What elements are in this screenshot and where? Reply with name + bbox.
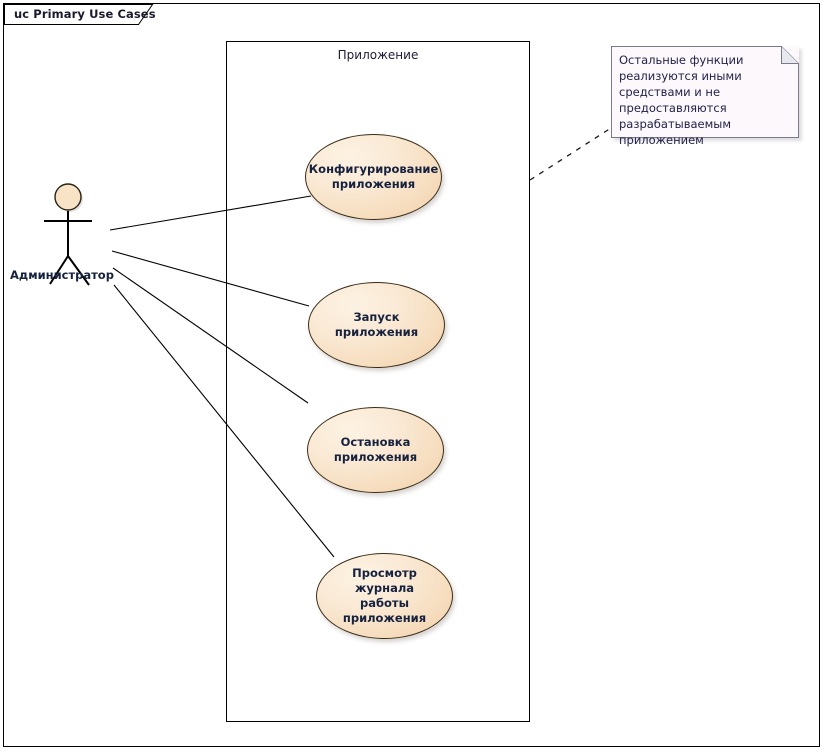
association-actor-to-start[interactable] xyxy=(111,250,310,307)
use-case-stop-label: Остановка приложения xyxy=(333,435,418,464)
association-actor-to-configure[interactable] xyxy=(109,195,312,231)
association-actor-to-stop[interactable] xyxy=(112,267,309,404)
note-text: Остальные функции реализуются иными сред… xyxy=(619,53,744,147)
use-case-view-log-label: Просмотр журнала работы приложения xyxy=(342,566,427,625)
use-case-view-log[interactable]: Просмотр журнала работы приложения xyxy=(316,553,453,639)
use-case-start[interactable]: Запуск приложения xyxy=(308,282,445,368)
use-case-stop[interactable]: Остановка приложения xyxy=(307,407,444,493)
actor-label: Администратор xyxy=(10,268,114,282)
title-tab-shape xyxy=(4,4,154,25)
system-boundary-box[interactable] xyxy=(226,41,530,722)
note-anchor-dashed-line[interactable] xyxy=(529,127,612,181)
use-case-configure[interactable]: Конфигурирование приложения xyxy=(305,134,442,220)
note-box[interactable]: Остальные функции реализуются иными сред… xyxy=(611,46,799,147)
use-case-start-label: Запуск приложения xyxy=(334,310,419,339)
association-actor-to-viewlog[interactable] xyxy=(113,284,335,558)
note-outline-shape xyxy=(611,46,799,138)
use-case-configure-label: Конфигурирование приложения xyxy=(308,162,439,191)
diagram-title-label: uc Primary Use Cases xyxy=(14,7,156,21)
system-boundary-label: Приложение xyxy=(337,48,419,62)
